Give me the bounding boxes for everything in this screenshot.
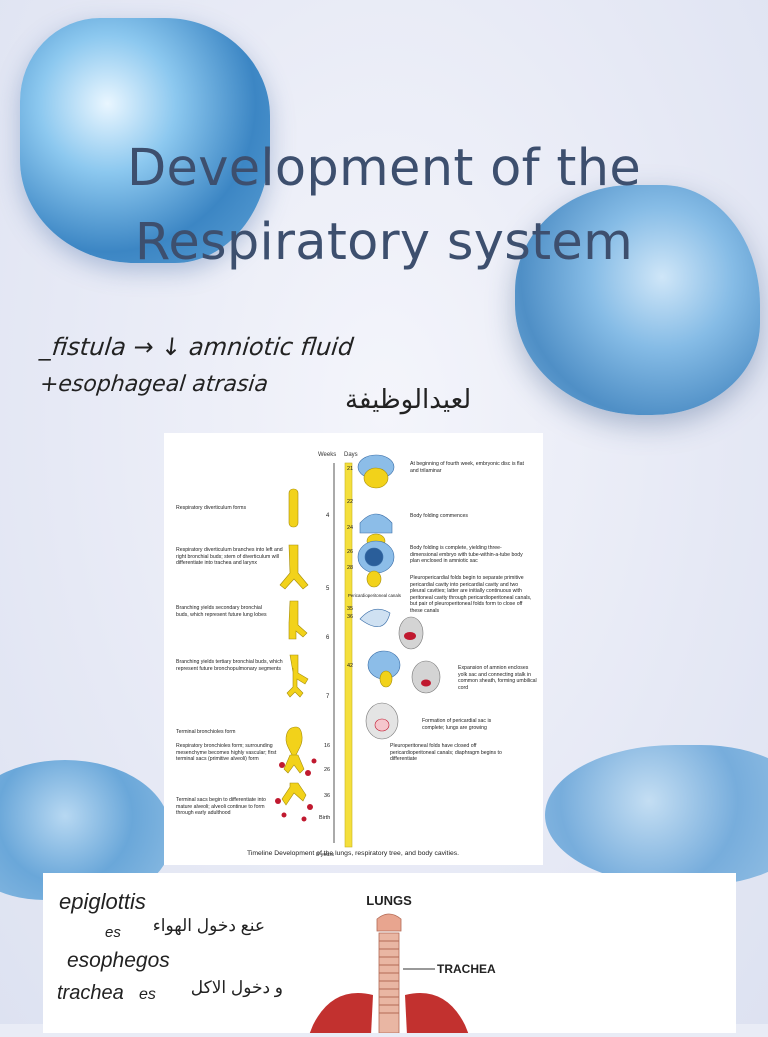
hw-note: epiglottis bbox=[59, 889, 146, 914]
day-tick: 36 bbox=[347, 614, 353, 620]
tracheal-rings bbox=[379, 940, 399, 1014]
hw-note: esophegos bbox=[67, 949, 170, 972]
right-label: Pleuroperitoneal folds have closed off p… bbox=[390, 743, 502, 762]
left-lung bbox=[309, 993, 373, 1035]
trachea-illustration bbox=[376, 913, 402, 1034]
hw-note: es bbox=[139, 986, 156, 1003]
alveoli-dots bbox=[275, 758, 317, 822]
decorative-blob bbox=[20, 18, 270, 263]
right-lung bbox=[405, 993, 469, 1035]
decorative-blob bbox=[515, 185, 760, 415]
left-label: Terminal sacs begin to differentiate int… bbox=[176, 797, 266, 816]
figure-caption: Timeline Development of the lungs, respi… bbox=[247, 850, 459, 857]
title-line-1: Development of the bbox=[126, 139, 641, 198]
right-label: At beginning of fourth week, embryonic d… bbox=[410, 461, 524, 474]
right-label: Formation of pericardial sac is complete… bbox=[422, 718, 492, 731]
hw-note: es bbox=[105, 924, 121, 941]
timeline-figure: Weeks Days 21 22 24 26 28 35 36 42 16 26… bbox=[164, 433, 543, 865]
day-tick: 26 bbox=[347, 549, 353, 555]
week-tick: 6 bbox=[326, 635, 330, 641]
day-tick: 22 bbox=[347, 499, 353, 505]
hw-note: trachea bbox=[57, 982, 124, 1004]
embryo-illustrations bbox=[357, 454, 441, 740]
left-label: Respiratory diverticulum forms bbox=[176, 505, 247, 511]
lungs-figure: epiglottis عنع دخول الهواء es esophegos … bbox=[43, 873, 736, 1035]
hw-note: عنع دخول الهواء bbox=[153, 916, 265, 936]
lungs-diagram: epiglottis عنع دخول الهواء es esophegos … bbox=[57, 889, 496, 1035]
slide-title: Development of the Respiratory system bbox=[40, 132, 728, 280]
canal-label: Pericardioperitoneal canals bbox=[348, 593, 402, 598]
lung-bud-illustrations bbox=[279, 488, 309, 806]
day-tick: 36 bbox=[324, 793, 330, 799]
right-label: Body folding commences bbox=[410, 513, 468, 519]
day-tick: 8 years bbox=[316, 852, 334, 858]
day-tick: 24 bbox=[347, 525, 353, 531]
handwritten-notes: epiglottis عنع دخول الهواء es esophegos … bbox=[57, 889, 283, 1004]
header-days: Days bbox=[344, 452, 358, 458]
day-tick: 42 bbox=[347, 663, 353, 669]
week-tick: 5 bbox=[326, 586, 330, 592]
right-label: Body folding is complete, yielding three… bbox=[410, 545, 523, 564]
day-tick: 21 bbox=[347, 466, 353, 472]
handwritten-note: +esophageal atrasia bbox=[38, 372, 270, 397]
day-tick: 16 bbox=[324, 743, 330, 749]
timeline-diagram: Weeks Days 21 22 24 26 28 35 36 42 16 26… bbox=[176, 452, 537, 858]
handwritten-note-arabic: لعيدالوظيفة bbox=[345, 385, 472, 415]
day-tick: 28 bbox=[347, 565, 353, 571]
week-tick: 7 bbox=[326, 694, 330, 700]
trachea-label: TRACHEA bbox=[437, 962, 496, 976]
left-label: Respiratory diverticulum branches into l… bbox=[176, 547, 283, 566]
left-label: Branching yields secondary bronchial bud… bbox=[176, 605, 267, 618]
lungs-heading: LUNGS bbox=[366, 893, 412, 908]
header-weeks: Weeks bbox=[318, 452, 336, 458]
day-tick: Birth bbox=[319, 815, 330, 821]
title-line-2: Respiratory system bbox=[134, 213, 634, 272]
decorative-blob bbox=[545, 745, 768, 885]
left-label: Respiratory bronchioles form; surroundin… bbox=[176, 743, 277, 762]
left-label: Terminal bronchioles form bbox=[176, 729, 236, 735]
left-label: Branching yields tertiary bronchial buds… bbox=[176, 659, 283, 672]
handwritten-note: _fistula → ↓ amniotic fluid bbox=[38, 333, 355, 361]
week-tick: 4 bbox=[326, 513, 330, 519]
right-label: Expansion of amnion encloses yolk sac an… bbox=[458, 665, 537, 691]
right-label: Pleuropericardial folds begin to separat… bbox=[410, 575, 532, 614]
day-tick: 26 bbox=[324, 767, 330, 773]
hw-note: و دخول الاكل bbox=[191, 978, 283, 998]
day-tick: 35 bbox=[347, 606, 353, 612]
timeline-bar bbox=[344, 462, 353, 848]
